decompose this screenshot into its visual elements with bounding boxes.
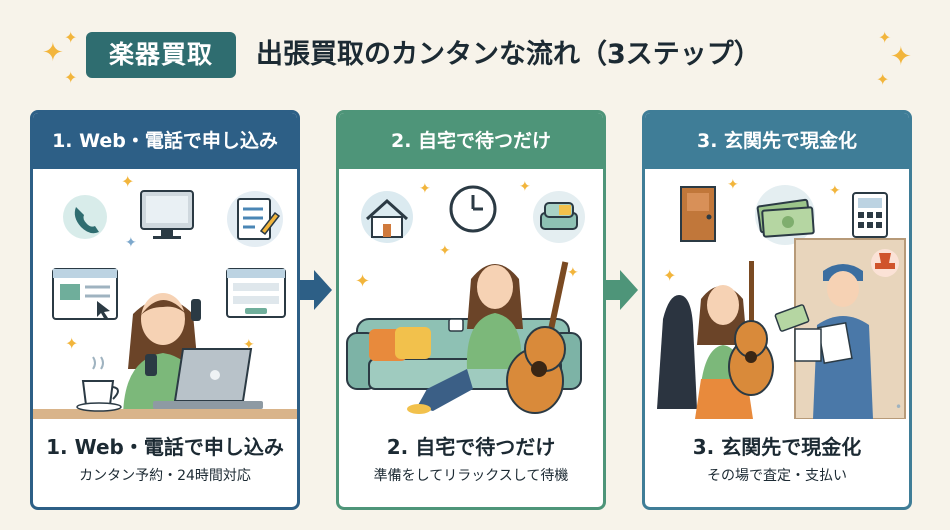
laptop-icon: [153, 348, 263, 409]
step-card-3: 3. 玄関先で現金化: [642, 110, 912, 510]
svg-text:✦: ✦: [121, 172, 134, 191]
step-subtitle-1: カンタン予約・24時間対応: [79, 468, 251, 484]
arrow-right-icon: [300, 270, 332, 310]
browser-icon: [52, 268, 118, 320]
step-title-3: 3. 玄関先で現金化: [692, 435, 862, 459]
svg-text:✦: ✦: [829, 183, 841, 199]
header: 楽器買取 出張買取のカンタンな流れ（3ステップ）: [0, 24, 950, 84]
svg-text:✦: ✦: [125, 235, 137, 251]
svg-text:✦: ✦: [439, 243, 451, 259]
svg-text:✦: ✦: [727, 177, 739, 193]
monitor-icon: [140, 190, 194, 239]
cash-icon: [774, 304, 810, 332]
guitar-icon: [506, 261, 569, 414]
step-illustration-2: ✦ ✦ ✦ ✦ ✦: [346, 179, 585, 414]
step-illustration-1: ✦ ✦ ✦ ✦: [33, 172, 297, 419]
guitar-case-icon: [657, 295, 697, 409]
step-title-1: 1. Web・電話で申し込み: [46, 435, 284, 459]
svg-text:✦: ✦: [243, 337, 255, 353]
svg-text:✦: ✦: [567, 265, 579, 281]
svg-text:•: •: [895, 400, 902, 414]
svg-text:✦: ✦: [355, 271, 370, 292]
step-header-2: 2. 自宅で待つだけ: [339, 113, 603, 169]
svg-text:✦: ✦: [663, 266, 676, 285]
clipboard-icon: [794, 328, 822, 362]
svg-text:✦: ✦: [65, 334, 78, 353]
sparkle-icon: ✦: [64, 68, 78, 87]
sparkle-icon: ✦: [878, 28, 892, 47]
calculator-icon: [852, 192, 888, 238]
sparkle-icon: ✦: [64, 28, 78, 47]
category-badge: 楽器買取: [86, 32, 236, 78]
step-title-2: 2. 自宅で待つだけ: [386, 435, 556, 459]
step-subtitle-3: その場で査定・支払い: [707, 468, 847, 484]
arrow-right-icon: [606, 270, 638, 310]
step-card-2: 2. 自宅で待つだけ: [336, 110, 606, 510]
door-icon: [680, 186, 716, 242]
step-header-1: 1. Web・電話で申し込み: [33, 113, 297, 169]
phone-icon: [63, 195, 107, 239]
step-card-1: 1. Web・電話で申し込み: [30, 110, 300, 510]
house-icon: [361, 191, 413, 243]
svg-text:✦: ✦: [519, 179, 531, 195]
guitar-icon: [728, 261, 774, 396]
sparkle-icon: ✦: [890, 42, 912, 72]
step-illustration-3: ✦ ✦ ✦ •: [657, 177, 906, 419]
svg-text:✦: ✦: [419, 181, 431, 197]
page-title: 出張買取のカンタンな流れ（3ステップ）: [256, 39, 761, 70]
clock-icon: [449, 185, 497, 233]
coffee-icon: [76, 356, 122, 412]
stamp-icon: [871, 249, 899, 277]
woman-figure: [407, 264, 523, 414]
sparkle-icon: ✦: [42, 38, 64, 68]
armchair-icon: [533, 191, 585, 243]
sparkle-icon: ✦: [876, 70, 890, 89]
step-header-3: 3. 玄関先で現金化: [645, 113, 909, 169]
browser-icon: [226, 268, 286, 318]
cash-icon: [755, 185, 815, 245]
staff-figure: [813, 264, 873, 419]
step-subtitle-2: 準備をしてリラックスして待機: [373, 468, 569, 484]
form-icon: [227, 191, 283, 247]
